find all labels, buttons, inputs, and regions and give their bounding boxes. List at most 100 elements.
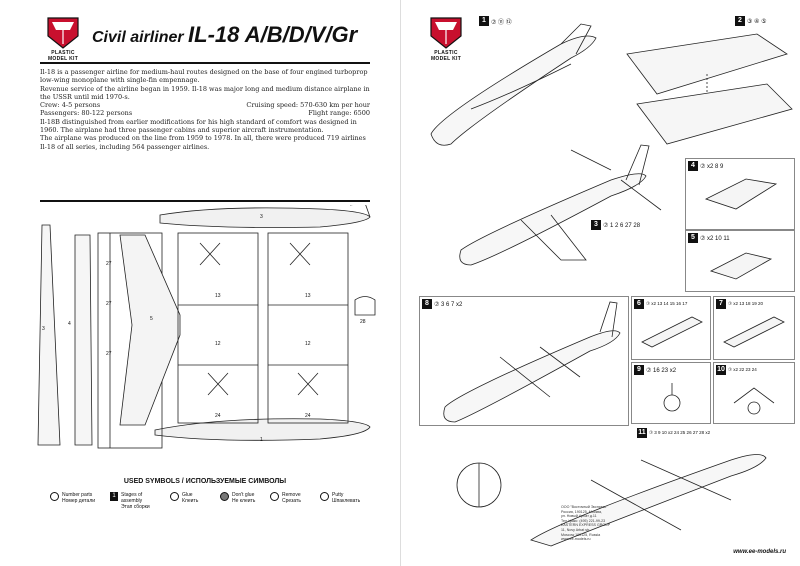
spec-passengers: Passengers: 80-122 persons <box>40 109 133 118</box>
address-line: ООО "Восточный Экспресс" <box>561 505 608 509</box>
website-link[interactable]: www.ee-models.ru <box>733 549 786 555</box>
step-9-header: 9 ⑦ 16 23 x2 <box>634 365 676 375</box>
step-parts: ⑦ ⑪ ⑫ <box>491 19 512 26</box>
step-11: 11 ⑦ 3 9 10 x2 24 25 26 27 28 x2 <box>635 426 795 440</box>
step-10-header: 10 ⑦ x2 22 23 24 <box>716 365 757 375</box>
brand-line-2: MODEL KIT <box>47 56 79 62</box>
svg-text:13: 13 <box>215 293 221 299</box>
dont-glue-icon <box>220 492 229 501</box>
step-parts: ⑦ 1 2 6 27 28 <box>603 222 641 229</box>
step-11-header: 11 ⑦ 3 9 10 x2 24 25 26 27 28 x2 <box>637 428 710 438</box>
svg-text:1: 1 <box>260 437 263 443</box>
svg-text:28: 28 <box>360 319 366 325</box>
number-parts-icon <box>50 492 59 501</box>
svg-text:27: 27 <box>106 351 112 357</box>
legend-en: Putty <box>332 492 344 498</box>
step-10-drawing <box>733 387 775 415</box>
step-parts: ⑦ x2 22 23 24 <box>728 367 757 372</box>
step-2-drawing <box>626 33 793 145</box>
svg-text:12: 12 <box>215 341 221 347</box>
step-parts: ⑦ x2 8 9 <box>700 163 724 170</box>
step-number: 11 <box>637 428 647 438</box>
legend-en: Stages of assembly <box>121 492 143 504</box>
intro-p1: Il-18 is a passenger airline for medium-… <box>40 68 368 85</box>
step-number: 2 <box>735 16 745 26</box>
address-line: ул. Новый Арбат д.11 <box>561 514 597 519</box>
specs-row-1: Crew: 4-5 persons Cruising speed: 570-63… <box>40 101 370 109</box>
remove-icon <box>270 492 279 501</box>
spec-crew: Crew: 4-5 persons <box>40 101 101 110</box>
step-7-drawing <box>723 316 785 348</box>
legend-ru: Не клеить <box>232 498 256 504</box>
title-model: IL-18 A/B/D/V/Gr <box>188 22 358 47</box>
address-line: www.ee-models.ru <box>561 537 591 542</box>
legend-en: Number parts <box>62 492 93 498</box>
step-3-drawing <box>459 144 662 266</box>
intro-p2: Revenue service of the airline began in … <box>40 84 370 101</box>
page-title: Civil airliner IL-18 A/B/D/V/Gr <box>92 22 357 48</box>
step-4: 4 ⑦ x2 8 9 <box>685 158 795 230</box>
title-prefix: Civil airliner <box>92 29 184 46</box>
legend-ru: Срезать <box>282 498 301 504</box>
step-5-drawing <box>709 252 773 280</box>
logo-shield-icon <box>47 17 79 49</box>
step-7: 7 ⑦ x2 13 18 19 20 <box>713 296 795 360</box>
svg-text:13: 13 <box>305 293 311 299</box>
legend-item-glue: Glue Клеить <box>170 492 198 504</box>
svg-text:4: 4 <box>68 321 71 327</box>
company-address: ООО "Восточный Экспресс" Россия, 190125,… <box>561 505 671 542</box>
putty-icon <box>320 492 329 501</box>
step-2-header: 2 ③ ④ ⑤ <box>735 16 766 26</box>
legend-item-putty: Putty Шпаклевать <box>320 492 360 504</box>
legend-ru: Этап сборки <box>121 504 150 510</box>
intro-text: Il-18 is a passenger airline for medium-… <box>40 68 370 151</box>
step-parts: ⑦ x2 13 18 19 20 <box>728 301 764 306</box>
step-6-header: 6 ⑦ x2 13 14 15 16 17 <box>634 299 687 309</box>
step-number: 4 <box>688 161 698 171</box>
spec-range: Flight range: 6500 <box>308 109 370 118</box>
specs-row-2: Passengers: 80-122 persons Flight range:… <box>40 109 370 117</box>
address-line: Moscow 190125, Russia <box>561 532 601 537</box>
address-line: Тел./факс: (495) 221-99-23 <box>561 518 606 523</box>
svg-text:24: 24 <box>215 413 221 419</box>
step-1: 1 ⑦ ⑪ ⑫ <box>411 14 611 164</box>
step-parts: ⑦ x2 10 11 <box>700 235 730 242</box>
legend-en: Glue <box>182 492 193 498</box>
svg-text:5: 5 <box>150 316 153 322</box>
symbols-legend: USED SYMBOLS / ИСПОЛЬЗУЕМЫЕ СИМВОЛЫ Numb… <box>40 478 370 510</box>
brand-logo-right: PLASTIC MODEL KIT <box>423 16 469 62</box>
svg-text:27: 27 <box>106 261 112 267</box>
step-6-drawing <box>641 316 703 348</box>
mid-rule <box>40 200 370 202</box>
step-4-drawing <box>704 178 778 210</box>
step-3-header: 3 ⑦ 1 2 6 27 28 <box>591 220 640 230</box>
intro-p3: Il-18B distinguished from earlier modifi… <box>40 117 357 135</box>
step-number: 10 <box>716 365 726 375</box>
spec-speed: Cruising speed: 570-630 km per hour <box>246 101 370 110</box>
intro-p4: The airplane was produced on the line fr… <box>40 134 366 151</box>
step-4-header: 4 ⑦ x2 8 9 <box>688 161 723 171</box>
legend-ru: Номер детали <box>62 498 96 504</box>
step-6: 6 ⑦ x2 13 14 15 16 17 <box>631 296 711 360</box>
svg-text:24: 24 <box>305 413 311 419</box>
step-number: 5 <box>688 233 698 243</box>
svg-text:12: 12 <box>305 341 311 347</box>
step-number: 1 <box>479 16 489 26</box>
brand-logo: PLASTIC MODEL KIT <box>40 16 86 62</box>
step-8-drawing <box>443 301 621 423</box>
svg-text:27: 27 <box>106 301 112 307</box>
step-number: 3 <box>591 220 601 230</box>
right-page: PLASTIC MODEL KIT 1 ⑦ ⑪ ⑫ 2 ③ ④ ⑤ <box>400 0 800 566</box>
address-line: Россия, 190125, Москва, <box>561 509 603 514</box>
address-line: 11, Novy Arbat str. <box>561 527 591 532</box>
step-8: 8 ⑦ 3 6 7 x2 <box>419 296 629 426</box>
step-number: 9 <box>634 365 644 375</box>
step-2: 2 ③ ④ ⑤ <box>617 14 795 154</box>
step-parts: ⑦ 3 6 7 x2 <box>434 301 463 308</box>
legend-en: Remove <box>282 492 301 498</box>
svg-text:3: 3 <box>260 214 263 220</box>
step-number: 6 <box>634 299 644 309</box>
step-9-drawing <box>663 383 681 412</box>
step-11-drawing <box>456 454 767 547</box>
